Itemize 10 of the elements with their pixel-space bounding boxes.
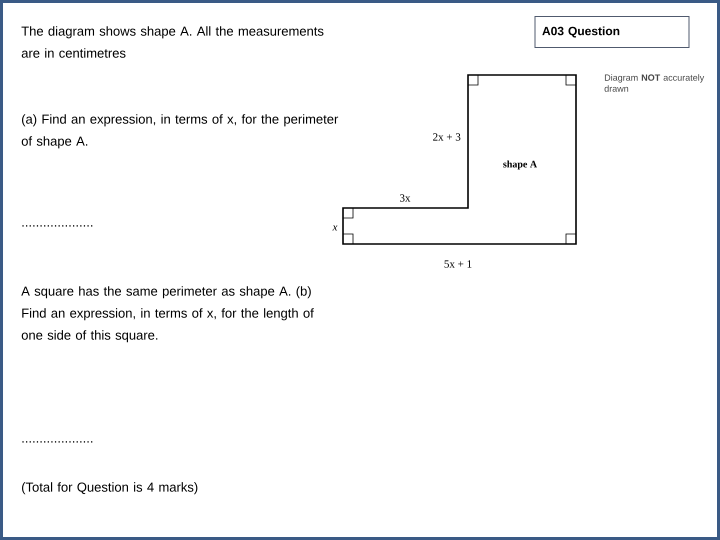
dimension-label: 5x + 1 [444, 260, 472, 268]
dimension-label: 2x + 3 [433, 133, 460, 141]
answer-line: .................... [22, 441, 92, 443]
question-text: The diagram shows shape A. All the measurements are in centimetres [22, 26, 324, 58]
question-text: (Total for Question is 4 marks) [22, 482, 198, 494]
title-box: A03 Question [534, 16, 690, 48]
answer-line: .................... [22, 225, 92, 227]
note-text: Diagram NOT accurately drawn [604, 74, 704, 92]
question-text: A square has the same perimeter as shape A. (b) Find an expression, in terms of x, for the length of one side of this square. [21, 286, 314, 342]
dimension-label: 3x [400, 194, 410, 202]
